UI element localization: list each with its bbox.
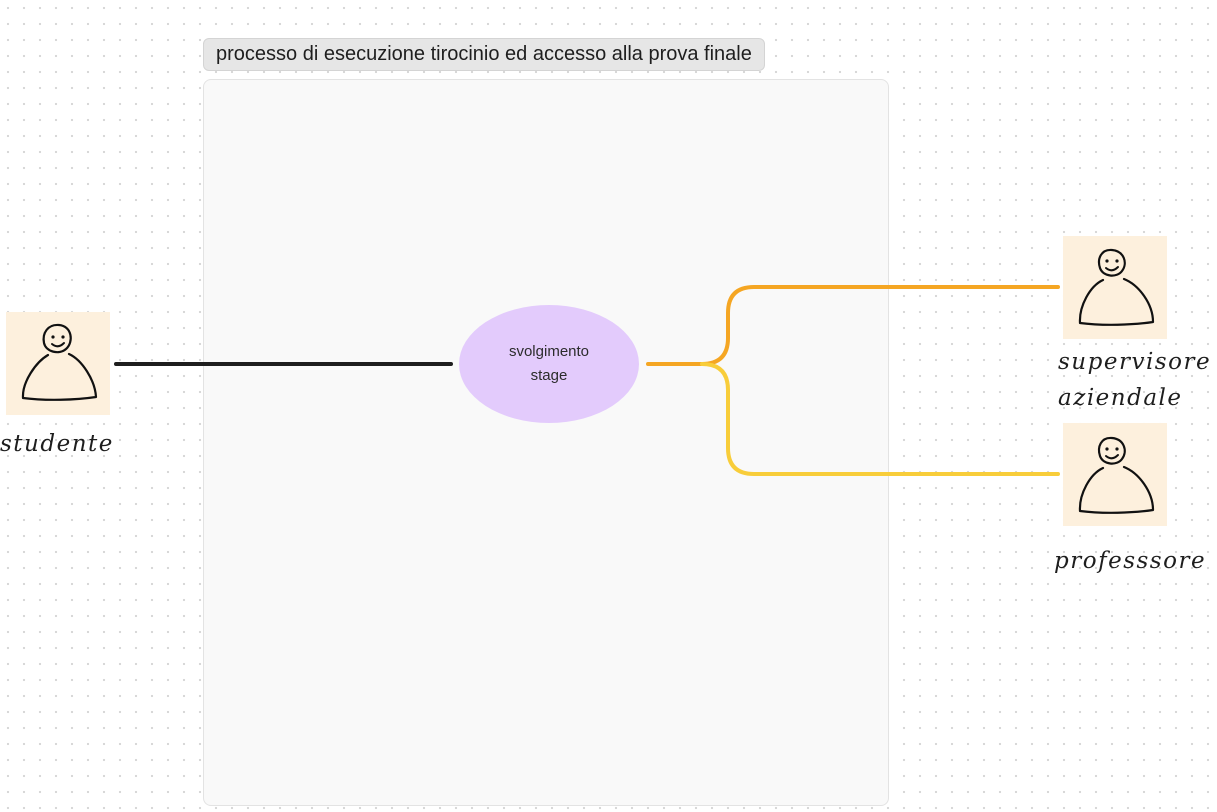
- actor-studente[interactable]: [6, 312, 110, 415]
- connector-supervisore[interactable]: [646, 285, 1060, 366]
- person-icon: [1078, 248, 1155, 326]
- process-node-label-line-2: stage: [530, 367, 568, 384]
- actor-label-professore-line-1: professsore: [1054, 548, 1207, 574]
- actor-label-professore[interactable]: professsore: [1054, 543, 1206, 579]
- process-node-svolgimento-stage[interactable]: svolgimento stage: [459, 305, 639, 423]
- actor-label-studente[interactable]: studente: [0, 426, 114, 462]
- process-node-label-line-1: svolgimento: [508, 343, 590, 360]
- process-node-label: svolgimento stage: [494, 340, 604, 388]
- person-icon: [1078, 436, 1155, 514]
- actor-label-supervisore-line-1: supervisore: [1058, 349, 1212, 375]
- frame-title[interactable]: processo di esecuzione tirocinio ed acce…: [203, 38, 765, 71]
- actor-professore[interactable]: [1063, 423, 1167, 526]
- actor-label-supervisore-line-2: aziendale: [1058, 385, 1183, 411]
- person-icon: [21, 323, 98, 401]
- actor-label-supervisore-aziendale[interactable]: supervisore aziendale: [1058, 344, 1211, 416]
- connector-professore[interactable]: [700, 362, 1060, 476]
- actor-label-studente-line-1: studente: [0, 431, 114, 457]
- actor-supervisore-aziendale[interactable]: [1063, 236, 1167, 339]
- process-frame[interactable]: [203, 79, 889, 806]
